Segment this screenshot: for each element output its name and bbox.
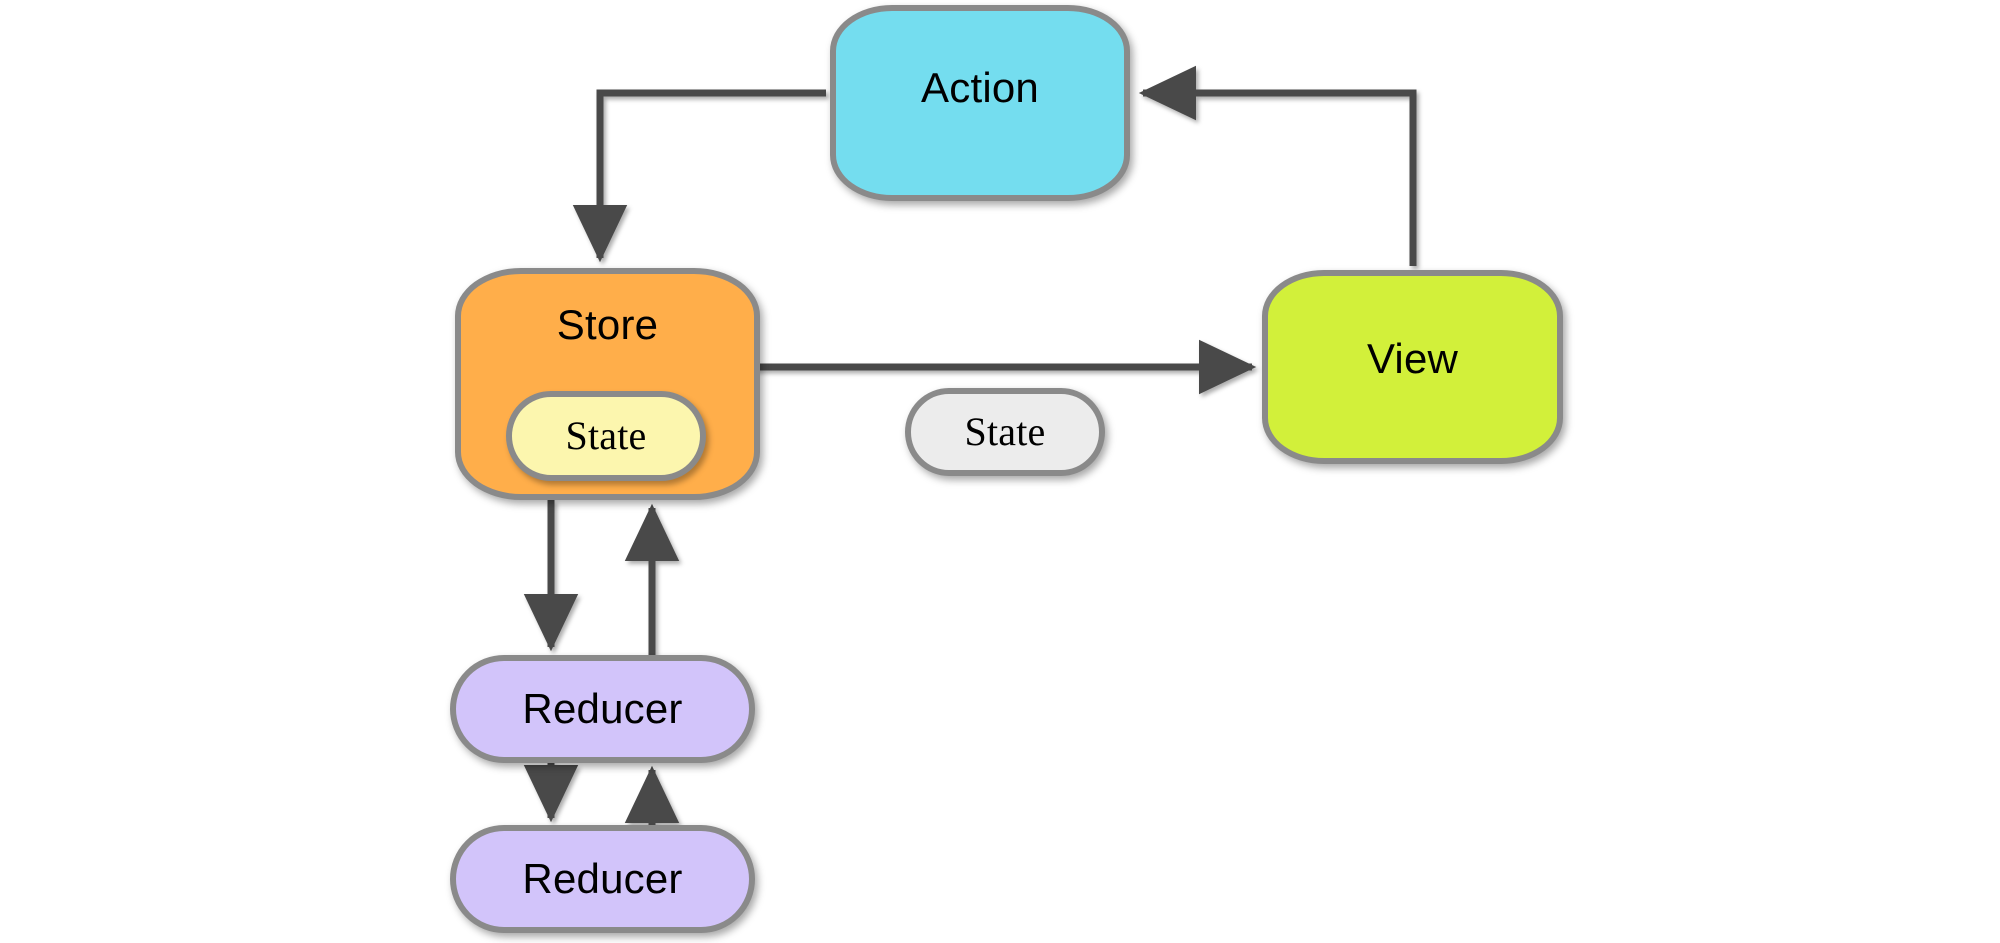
node-view[interactable]: View bbox=[1262, 270, 1563, 464]
node-reducer-2-label: Reducer bbox=[522, 855, 683, 902]
node-store-state-label: State bbox=[565, 413, 647, 458]
edge-action-to-store bbox=[572, 89, 826, 263]
edge-view-to-action bbox=[1138, 65, 1417, 266]
node-action-label: Action bbox=[921, 64, 1039, 111]
node-state-transfer[interactable]: State bbox=[905, 388, 1105, 476]
node-reducer-1-label: Reducer bbox=[522, 685, 683, 732]
node-action[interactable]: Action bbox=[830, 5, 1130, 201]
node-reducer-2[interactable]: Reducer bbox=[450, 825, 755, 933]
node-store-label: Store bbox=[556, 301, 659, 348]
node-store[interactable]: Store State bbox=[455, 268, 760, 500]
node-store-state[interactable]: State bbox=[506, 391, 706, 481]
node-reducer-1[interactable]: Reducer bbox=[450, 655, 755, 763]
node-view-label: View bbox=[1366, 335, 1459, 382]
node-state-transfer-label: State bbox=[964, 409, 1046, 454]
